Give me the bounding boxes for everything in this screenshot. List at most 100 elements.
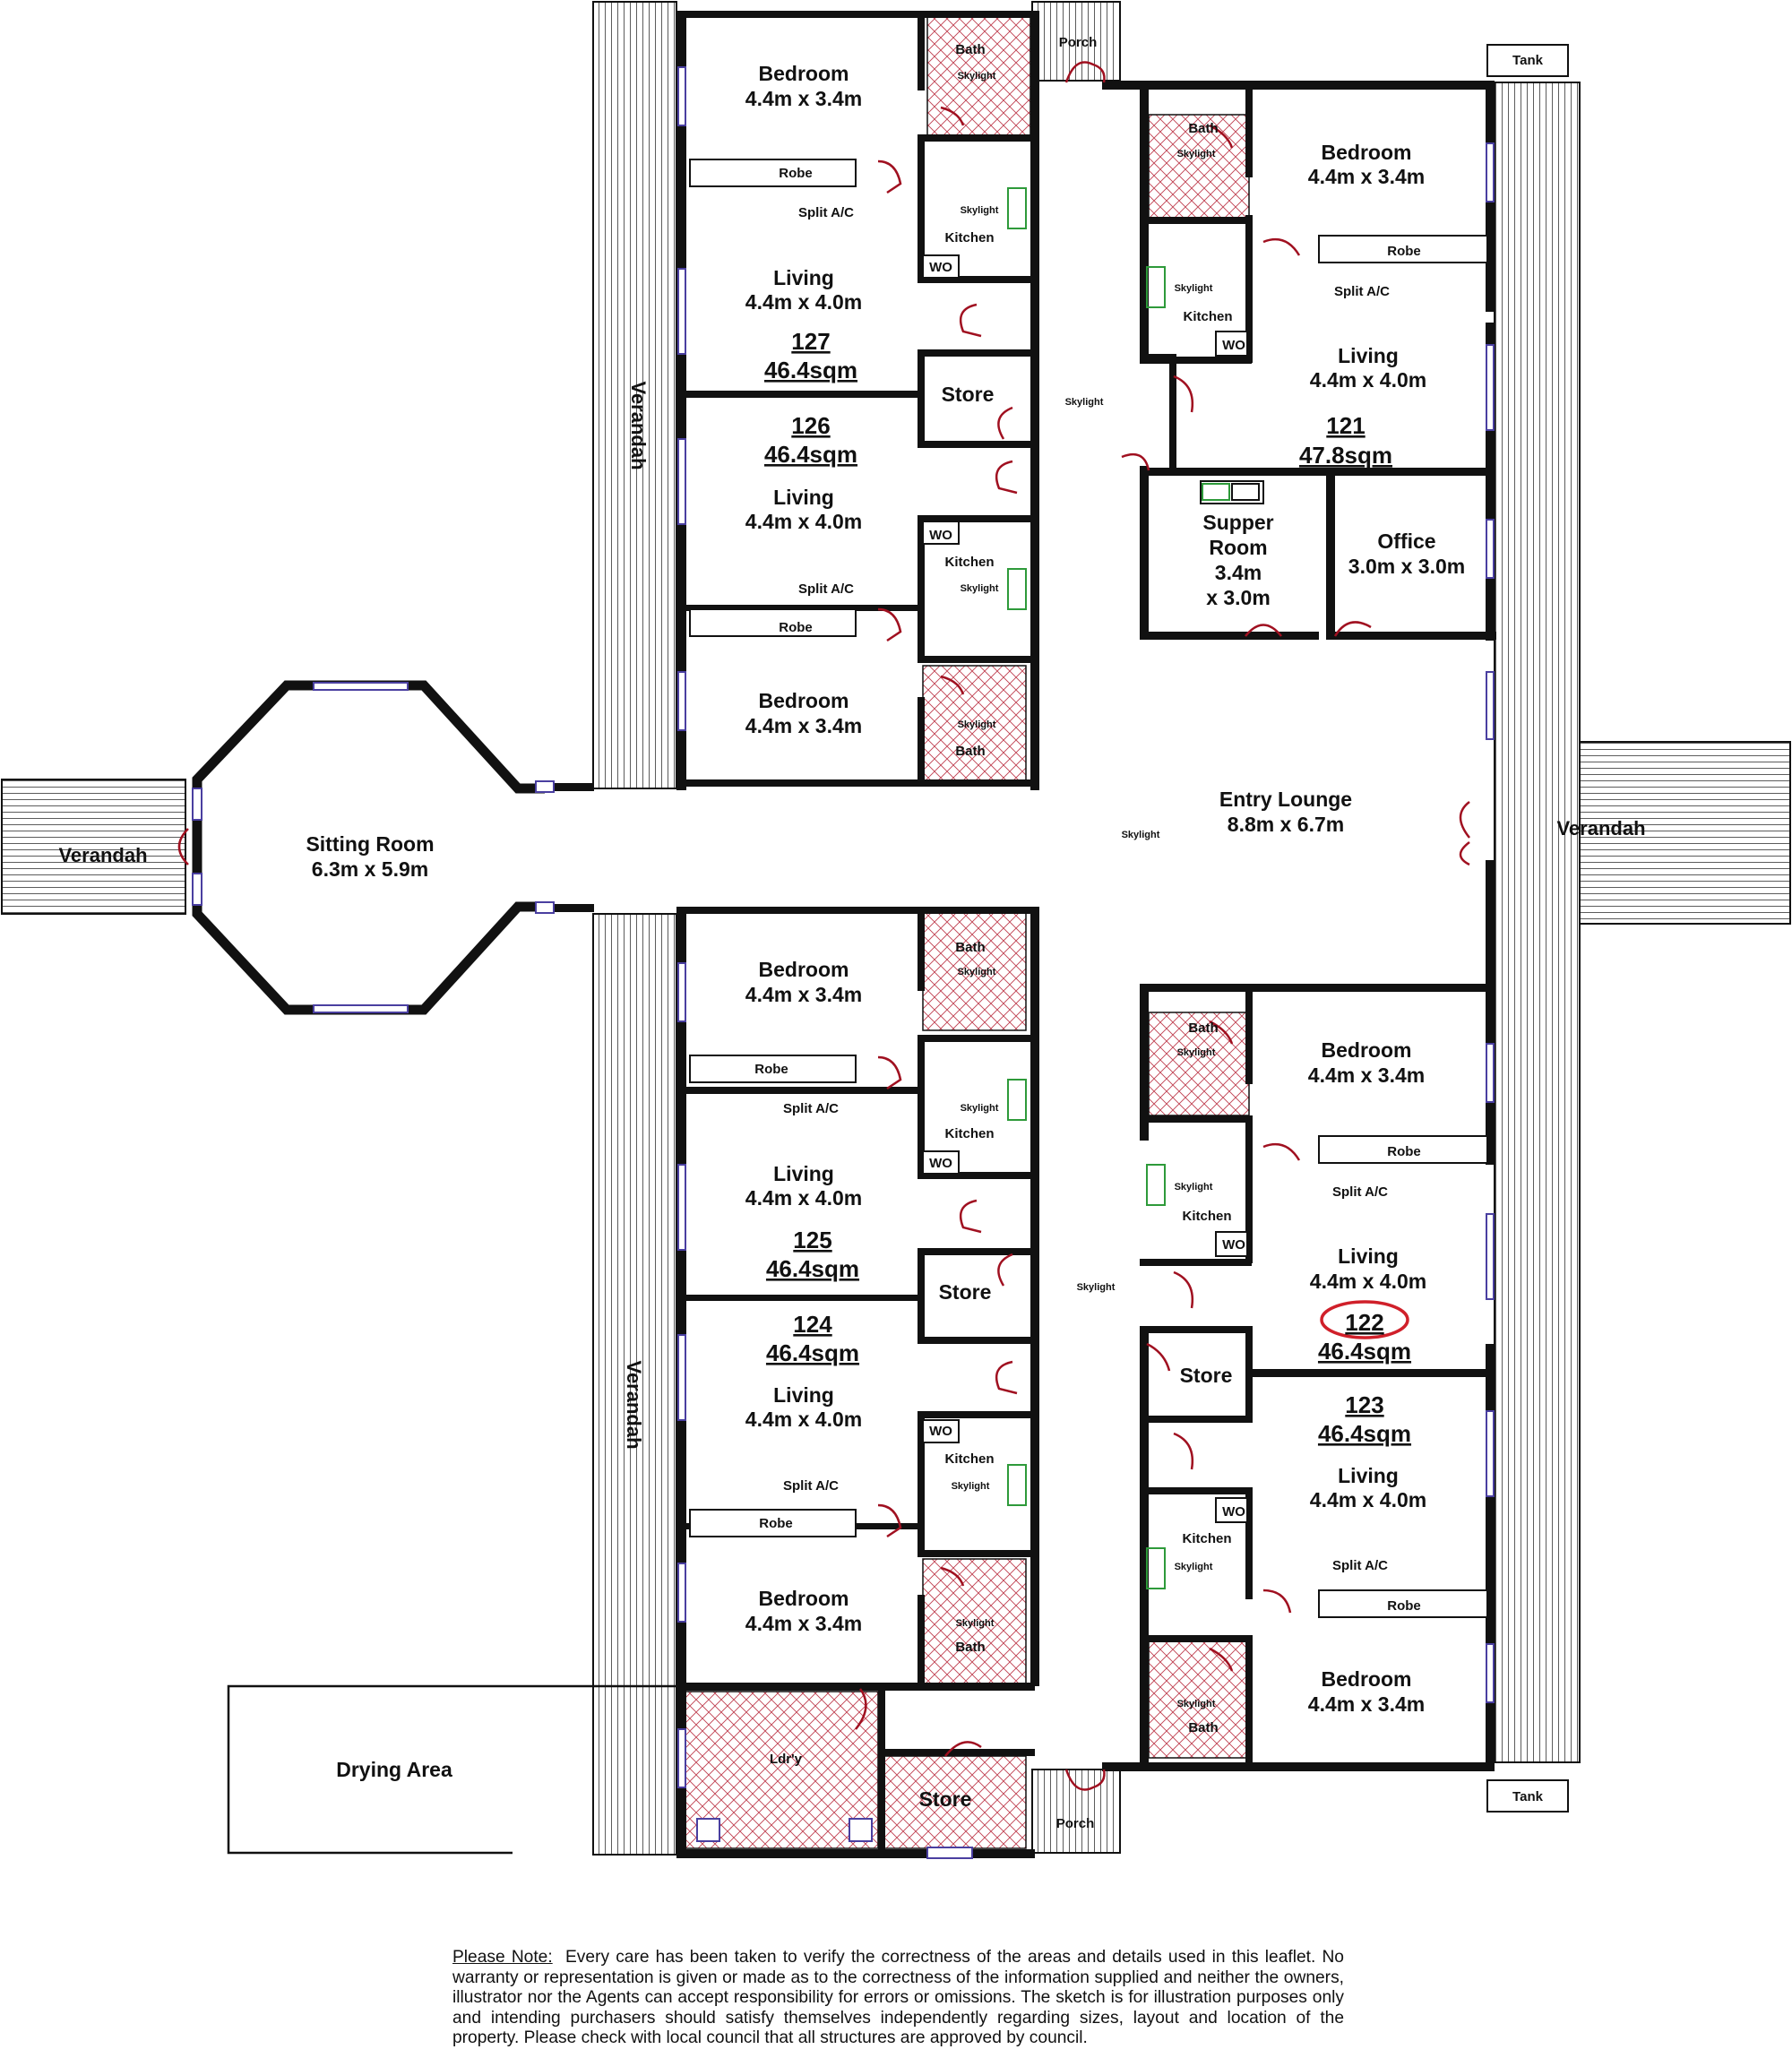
laundry-label: Ldr'y <box>770 1752 803 1767</box>
bath-124-label: Bath <box>955 1640 985 1655</box>
unit-126-area: 46.4sqm <box>764 441 857 468</box>
living-123-label: Living <box>1338 1464 1399 1487</box>
skylight-122-bath: Skylight <box>1177 1047 1216 1058</box>
unit-123-area: 46.4sqm <box>1318 1420 1411 1447</box>
verandah-north-label: Verandah <box>627 381 650 469</box>
unit-127-area: 46.4sqm <box>764 357 857 383</box>
split-ac-127-label: Split A/C <box>798 205 854 220</box>
split-ac-121-label: Split A/C <box>1334 284 1390 299</box>
note-body: Every care has been taken to verify the … <box>452 1948 1344 2047</box>
kitchen-127-label: Kitchen <box>944 230 994 245</box>
entry-lounge-label: Entry Lounge <box>1219 788 1352 811</box>
unit-124-area: 46.4sqm <box>766 1339 859 1366</box>
wo-126-label: WO <box>929 528 952 543</box>
living-127-label: Living <box>773 266 834 289</box>
kitchen-125-label: Kitchen <box>944 1126 994 1141</box>
split-ac-123-label: Split A/C <box>1332 1558 1388 1573</box>
living-124-dim: 4.4m x 4.0m <box>745 1408 862 1431</box>
office-label: Office <box>1377 530 1435 553</box>
skylight-127-bath: Skylight <box>958 71 996 82</box>
wo-124-label: WO <box>929 1424 952 1439</box>
skylight-123-bath: Skylight <box>1177 1699 1216 1709</box>
store-south-label: Store <box>919 1787 972 1811</box>
skylight-127-kitchen: Skylight <box>961 205 999 216</box>
bedroom-125-label: Bedroom <box>759 958 849 981</box>
living-127-dim: 4.4m x 4.0m <box>745 290 862 314</box>
unit-122-highlight-ring <box>1320 1300 1409 1339</box>
wo-122-label: WO <box>1222 1237 1245 1253</box>
kitchen-123-label: Kitchen <box>1182 1531 1231 1546</box>
bedroom-123-label: Bedroom <box>1322 1667 1412 1691</box>
bedroom-127-label: Bedroom <box>759 62 849 85</box>
unit-121-number: 121 <box>1326 412 1365 439</box>
robe-123-label: Robe <box>1387 1598 1421 1614</box>
office-dim: 3.0m x 3.0m <box>1348 555 1465 578</box>
living-123-dim: 4.4m x 4.0m <box>1310 1488 1426 1511</box>
bedroom-121-dim: 4.4m x 3.4m <box>1308 165 1425 188</box>
living-121-dim: 4.4m x 4.0m <box>1310 368 1426 392</box>
porch-bottom-label: Porch <box>1056 1816 1095 1831</box>
living-122-label: Living <box>1338 1244 1399 1268</box>
supper-room-line2: Room <box>1209 536 1267 559</box>
living-126-dim: 4.4m x 4.0m <box>745 510 862 533</box>
tank-top-label: Tank <box>1512 53 1544 68</box>
drying-area-label: Drying Area <box>336 1758 452 1781</box>
wo-123-label: WO <box>1222 1504 1245 1520</box>
unit-121-area: 47.8sqm <box>1299 442 1392 469</box>
bedroom-124-dim: 4.4m x 3.4m <box>745 1612 862 1635</box>
skylight-121-kitchen: Skylight <box>1175 283 1213 294</box>
wo-121-label: WO <box>1222 338 1245 353</box>
verandah-west-label: Verandah <box>58 844 147 866</box>
store-upper-label: Store <box>942 383 995 406</box>
unit-122-area: 46.4sqm <box>1318 1338 1411 1365</box>
verandah-east-label: Verandah <box>1556 817 1645 840</box>
unit-125-number: 125 <box>793 1227 831 1253</box>
unit-122-number: 122 <box>1345 1309 1383 1336</box>
bath-126-label: Bath <box>955 744 985 759</box>
living-125-dim: 4.4m x 4.0m <box>745 1186 862 1210</box>
robe-124-label: Robe <box>759 1516 793 1531</box>
living-121-label: Living <box>1338 344 1399 367</box>
doors <box>177 61 1470 1791</box>
skylight-121-bath: Skylight <box>1177 149 1216 159</box>
entry-lounge-dim: 8.8m x 6.7m <box>1228 813 1344 836</box>
kitchen-126-label: Kitchen <box>944 555 994 570</box>
unit-123-number: 123 <box>1345 1391 1383 1418</box>
disclaimer-note: Please Note: Every care has been taken t… <box>452 1948 1344 2049</box>
wo-127-label: WO <box>929 260 952 275</box>
robe-126-label: Robe <box>779 620 813 635</box>
skylight-124-bath: Skylight <box>956 1618 995 1629</box>
bedroom-126-label: Bedroom <box>759 689 849 712</box>
unit-124-number: 124 <box>793 1311 832 1338</box>
living-126-label: Living <box>773 486 834 509</box>
robe-125-label: Robe <box>754 1062 788 1077</box>
kitchen-124-label: Kitchen <box>944 1451 994 1467</box>
skylight-125-bath: Skylight <box>958 967 996 977</box>
bedroom-122-dim: 4.4m x 3.4m <box>1308 1063 1425 1087</box>
skylight-126-bath: Skylight <box>958 719 996 730</box>
bedroom-126-dim: 4.4m x 3.4m <box>745 714 862 737</box>
unit-127-number: 127 <box>791 328 830 355</box>
bedroom-124-label: Bedroom <box>759 1587 849 1610</box>
skylight-126-kitchen: Skylight <box>961 583 999 594</box>
robe-122-label: Robe <box>1387 1144 1421 1159</box>
skylight-125-kitchen: Skylight <box>961 1103 999 1114</box>
tiled-areas <box>680 15 1250 1849</box>
living-124-label: Living <box>773 1383 834 1407</box>
porch-top-label: Porch <box>1059 35 1098 50</box>
bedroom-121-label: Bedroom <box>1322 141 1412 164</box>
living-122-dim: 4.4m x 4.0m <box>1310 1270 1426 1293</box>
supper-room-line4: x 3.0m <box>1206 586 1271 609</box>
unit-126-number: 126 <box>791 412 830 439</box>
note-heading: Please Note: <box>452 1948 553 1967</box>
split-ac-126-label: Split A/C <box>798 581 854 597</box>
store-east-label: Store <box>1180 1364 1233 1387</box>
split-ac-125-label: Split A/C <box>783 1101 839 1116</box>
fixtures <box>689 44 1569 1842</box>
bath-122-label: Bath <box>1188 1020 1218 1036</box>
windows <box>192 66 1495 1859</box>
unit-125-area: 46.4sqm <box>766 1255 859 1282</box>
walls <box>192 11 1496 1858</box>
split-ac-124-label: Split A/C <box>783 1478 839 1494</box>
